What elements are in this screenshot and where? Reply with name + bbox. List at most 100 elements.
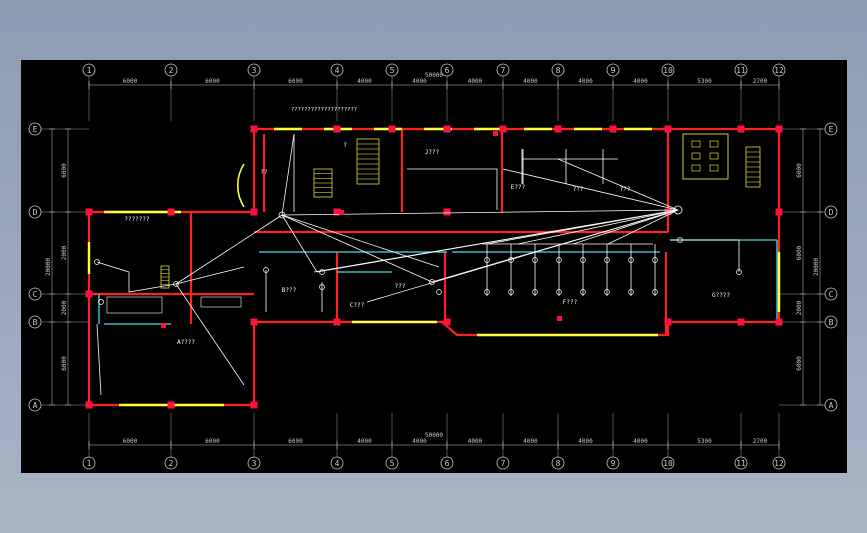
axis-label: B [33,318,38,327]
axis-label: 9 [611,459,616,468]
light-fixture [580,257,586,263]
light-fixture [652,257,658,263]
door-swing-arc [237,163,245,208]
axis-label: 3 [252,66,257,75]
dimension-label: 4000 [633,438,648,445]
room-label: A???? [177,339,195,346]
axis-label: 1 [87,459,92,468]
room-label: ?? [260,169,268,176]
room-label: ??????? [124,216,150,223]
dimension-label: 4000 [357,438,372,445]
axis-label: 10 [663,459,673,468]
structural-column [664,318,672,326]
side-dimension-label: 6000 [61,356,68,371]
panel-marker [493,131,498,136]
light-fixture [484,289,490,295]
axis-label: 6 [445,459,450,468]
axis-label: 11 [736,459,746,468]
dimension-label: 2700 [753,438,768,445]
structural-column [85,401,93,409]
electrical-wire [96,323,102,396]
axis-label: 11 [736,66,746,75]
outlet-symbol [677,237,683,243]
total-dimension-label: 50000 [425,72,443,79]
structural-column [85,290,93,298]
light-fixture [652,289,658,295]
structural-column [775,125,783,133]
axis-label: 5 [390,459,395,468]
total-dimension-label: 50000 [425,432,443,439]
electrical-wire [407,168,498,210]
axis-label: 2 [169,459,174,468]
light-fixture [628,289,634,295]
electrical-wire [607,209,679,245]
side-dimension-label: 6000 [61,163,68,178]
electrical-wire [281,133,295,216]
drawing-note: ???????????????????? [291,107,357,113]
structural-column [443,125,451,133]
toilet-fixture [691,140,701,148]
structural-column [85,208,93,216]
structural-column [443,208,451,216]
dimension-label: 4000 [523,78,538,85]
toilet-fixture [691,164,701,172]
electrical-wire [175,214,283,285]
outlet-symbol [436,289,442,295]
dimension-label: 6000 [205,438,220,445]
electrical-wire [431,209,679,283]
room-label: E??? [511,184,526,191]
wall [441,321,670,337]
dimension-label: 6000 [288,438,303,445]
room-label: C??? [350,302,365,309]
structural-column [737,125,745,133]
side-dimension-label: 2000 [61,300,68,315]
axis-label: 8 [556,66,561,75]
electrical-wire [313,209,679,273]
room-label: ??? [395,283,406,290]
axis-label: D [829,208,834,217]
room-label: J??? [425,149,440,156]
axis-label: 10 [663,66,673,75]
outlet-symbol [94,259,100,265]
light-fixture [604,257,610,263]
structural-column [775,208,783,216]
outlet-symbol [736,269,742,275]
cabinet [200,296,242,308]
axis-label: E [829,125,834,134]
structural-column [388,125,396,133]
structural-column [333,318,341,326]
structural-column [250,401,258,409]
dimension-label: 5300 [697,438,712,445]
room-label: B??? [282,287,297,294]
structural-column [554,125,562,133]
electrical-wire [572,209,679,245]
light-fixture [580,289,586,295]
axis-label: 12 [774,459,784,468]
electrical-wire [281,214,440,268]
outlet-symbol [429,279,435,285]
axis-label: 6 [445,66,450,75]
total-side-dimension-label: 20000 [813,258,820,276]
toilet-fixture [691,152,701,160]
side-dimension-label: 6000 [796,356,803,371]
room-label: ??? [573,186,584,193]
electrical-wire [557,158,679,211]
stair [356,138,380,185]
electrical-wire [281,209,679,216]
outlet-symbol [319,284,325,290]
structural-column [250,318,258,326]
axis-label: A [33,401,38,410]
structural-column [250,125,258,133]
panel-marker [161,323,166,328]
light-fixture [484,257,490,263]
light-fixture [604,289,610,295]
room-label: ??? [620,186,631,193]
toilet-fixture [709,164,719,172]
junction-box [278,211,286,219]
structural-column [333,125,341,133]
light-fixture [508,289,514,295]
structural-column [167,208,175,216]
dimension-label: 2700 [753,78,768,85]
axis-label: C [829,290,834,299]
